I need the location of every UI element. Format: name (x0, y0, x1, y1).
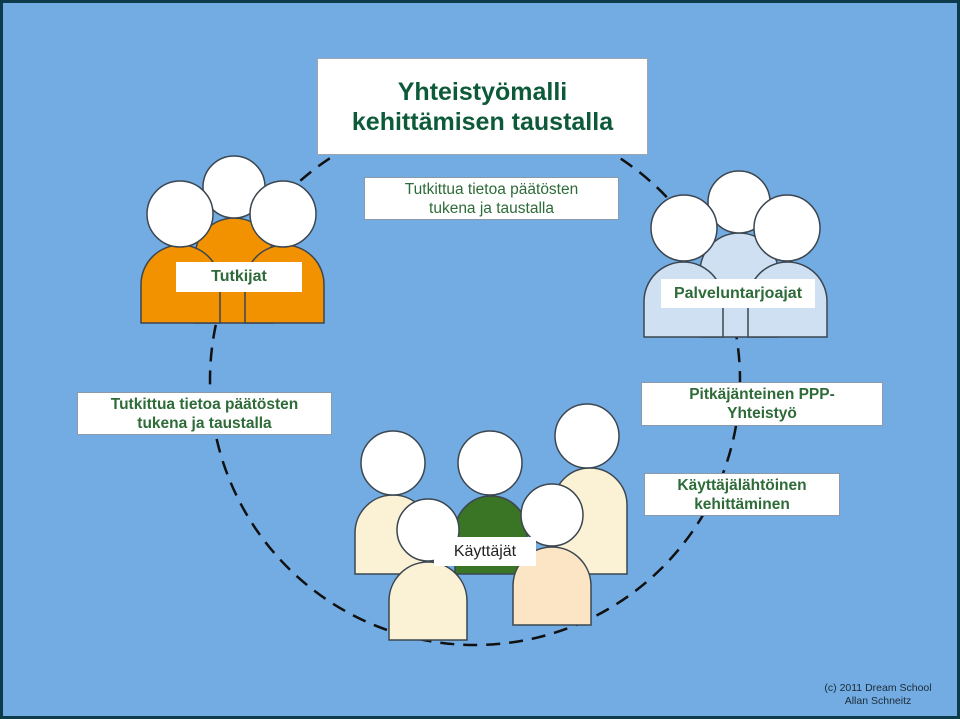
researchers-group (140, 155, 325, 324)
note-ppp-line-2: Yhteistyö (727, 405, 797, 422)
credit-line-1: (c) 2011 Dream School (824, 682, 932, 694)
note-top-line-2: tukena ja taustalla (429, 199, 554, 217)
note-user-driven-line-2: kehittäminen (694, 495, 790, 513)
copyright-credit: (c) 2011 Dream School Allan Schneitz (818, 682, 938, 708)
provider-right-head (753, 194, 821, 262)
note-ppp-line-1: Pitkäjänteinen PPP- (689, 386, 835, 403)
user-center-green-head (457, 430, 523, 496)
title-box: Yhteistyömalli kehittämisen taustalla (317, 58, 648, 155)
note-top-box: Tutkittua tietoa päätösten tukena ja tau… (364, 177, 619, 220)
users-label: Käyttäjät (434, 537, 536, 566)
user-front-left-body (388, 561, 468, 641)
providers-label: Palveluntarjoajat (661, 279, 815, 308)
note-left-line-2: tukena ja taustalla (137, 414, 272, 432)
note-ppp-box: Pitkäjänteinen PPP- Yhteistyö (641, 382, 883, 426)
diagram-title: Yhteistyömalli kehittämisen taustalla (352, 77, 613, 137)
user-far-left-head (360, 430, 426, 496)
user-front-right-body (512, 546, 592, 626)
researchers-label: Tutkijat (176, 262, 302, 292)
note-left-box: Tutkittua tietoa päätösten tukena ja tau… (77, 392, 332, 435)
note-user-driven-line-1: Käyttäjälähtöinen (677, 476, 807, 494)
title-line-2: kehittämisen taustalla (351, 107, 614, 136)
note-top-line-1: Tutkittua tietoa päätösten (404, 180, 579, 198)
users-group (354, 403, 628, 641)
user-far-right-head (554, 403, 620, 469)
researcher-left-head (146, 180, 214, 248)
note-left-line-1: Tutkittua tietoa päätösten (110, 395, 299, 413)
note-user-driven-box: Käyttäjälähtöinen kehittäminen (644, 473, 840, 516)
provider-left-head (650, 194, 718, 262)
researcher-right-head (249, 180, 317, 248)
title-line-1: Yhteistyömalli (397, 77, 568, 106)
user-front-right-head (520, 483, 584, 547)
credit-line-2: Allan Schneitz (844, 695, 912, 707)
providers-group (643, 170, 828, 338)
